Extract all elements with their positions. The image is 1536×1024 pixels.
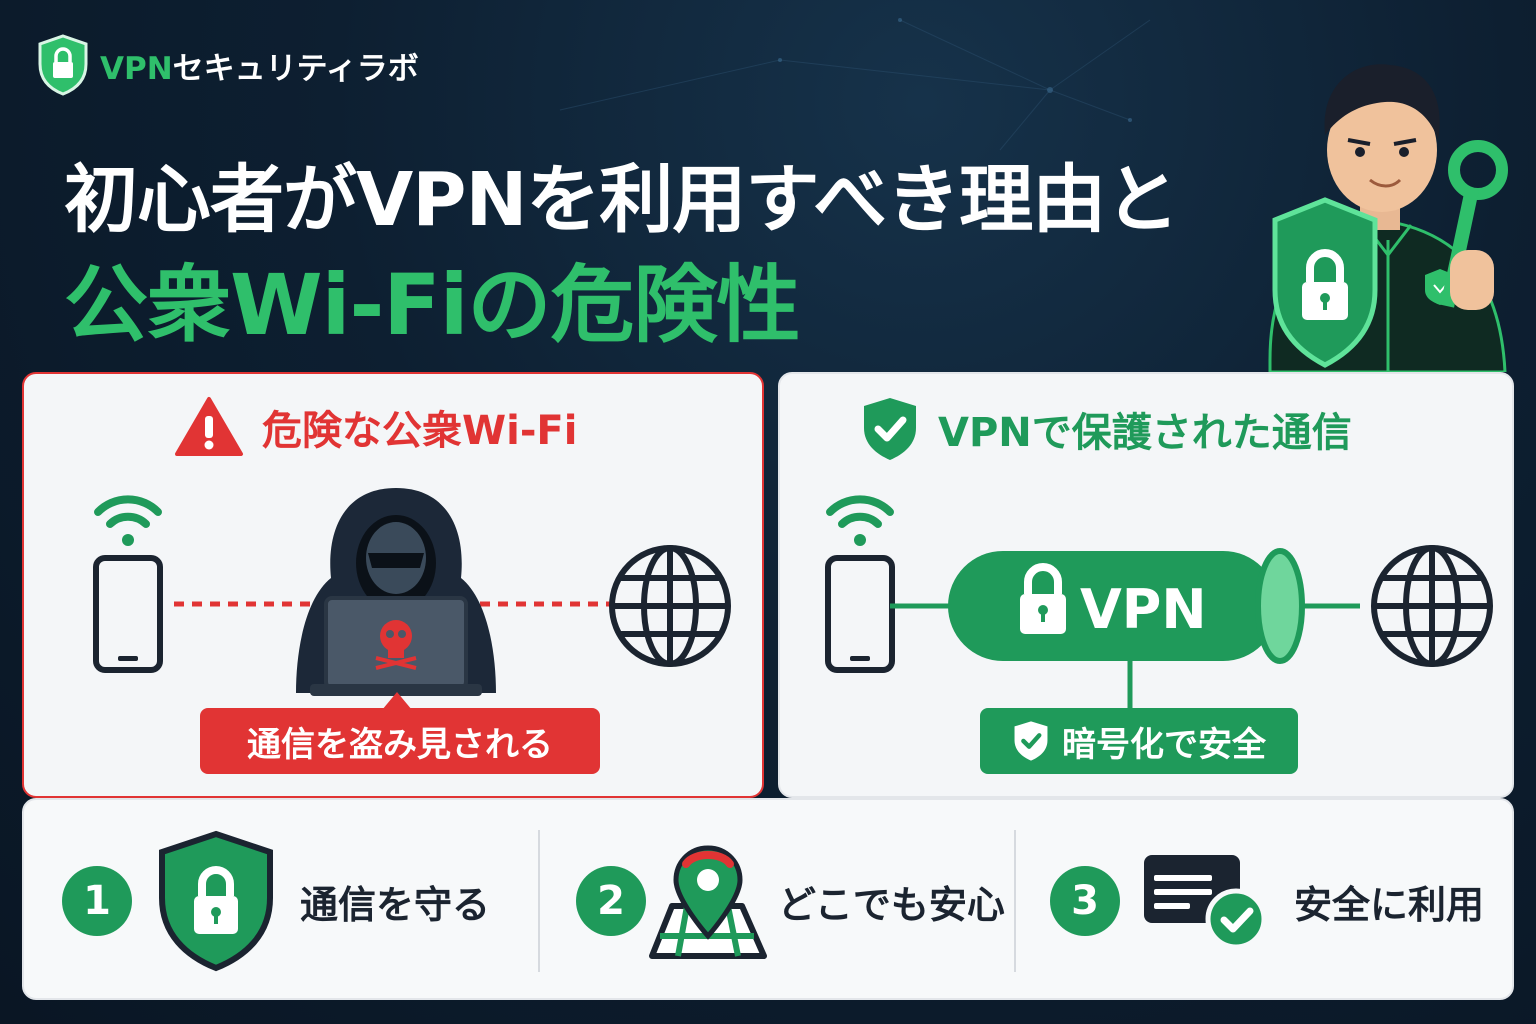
shield-check-icon [864, 398, 916, 460]
feature-2: 2 どこでも安心 [576, 800, 1005, 1002]
security-guard-illustration [1268, 64, 1508, 372]
feature-label: 安全に利用 [1294, 882, 1485, 927]
badge-pointer [382, 692, 412, 710]
smartphone-wifi-icon [93, 495, 163, 673]
encrypted-badge: 暗号化で安全 [980, 708, 1298, 774]
vpn-tunnel-icon: VPN [890, 548, 1360, 708]
danger-heading: 危険な公衆Wi-Fi [174, 396, 577, 458]
shield-lock-icon [38, 34, 88, 96]
hacker-icon [296, 488, 496, 696]
encrypted-badge-text: 暗号化で安全 [1062, 724, 1266, 765]
page-title-line1: 初心者がVPNを利用すべき理由と [64, 157, 1179, 243]
safe-heading: VPNで保護された通信 [860, 396, 1352, 462]
page-title-line2: 公衆Wi-Fiの危険性 [64, 256, 800, 354]
feature-1: 1 通信を守る [62, 800, 490, 1002]
safe-card: VPNで保護された通信 VPN 暗号化で安全 [778, 372, 1514, 798]
shield-check-icon [1014, 721, 1048, 761]
divider [1014, 830, 1016, 972]
globe-icon [609, 545, 731, 667]
brand-name: VPNセキュリティラボ [100, 50, 419, 87]
feature-label: どこでも安心 [778, 882, 1005, 927]
brand-logo: VPNセキュリティラボ [36, 34, 419, 96]
divider [538, 830, 540, 972]
danger-card: 危険な公衆Wi-Fi 通信を盗み見される [22, 372, 764, 798]
feature-3: 3 安全に利用 [1050, 800, 1484, 1002]
feature-label: 通信を守る [300, 882, 491, 927]
feature-number: 2 [576, 866, 646, 936]
feature-number: 3 [1050, 866, 1120, 936]
features-panel: 1 通信を守る 2 どこでも安心 3 安全に利 [22, 798, 1514, 1000]
shield-lock-icon [159, 830, 273, 972]
smartphone-wifi-icon [825, 495, 895, 673]
feature-number: 1 [62, 866, 132, 936]
globe-icon [1371, 545, 1493, 667]
danger-heading-text: 危険な公衆Wi-Fi [262, 408, 578, 454]
card-check-icon [1144, 855, 1267, 950]
safe-heading-text: VPNで保護された通信 [938, 410, 1352, 456]
warning-icon [175, 397, 243, 456]
vpn-tunnel-label: VPN [1080, 578, 1207, 641]
map-pin-icon [649, 845, 767, 959]
intercept-badge: 通信を盗み見される [200, 708, 600, 774]
